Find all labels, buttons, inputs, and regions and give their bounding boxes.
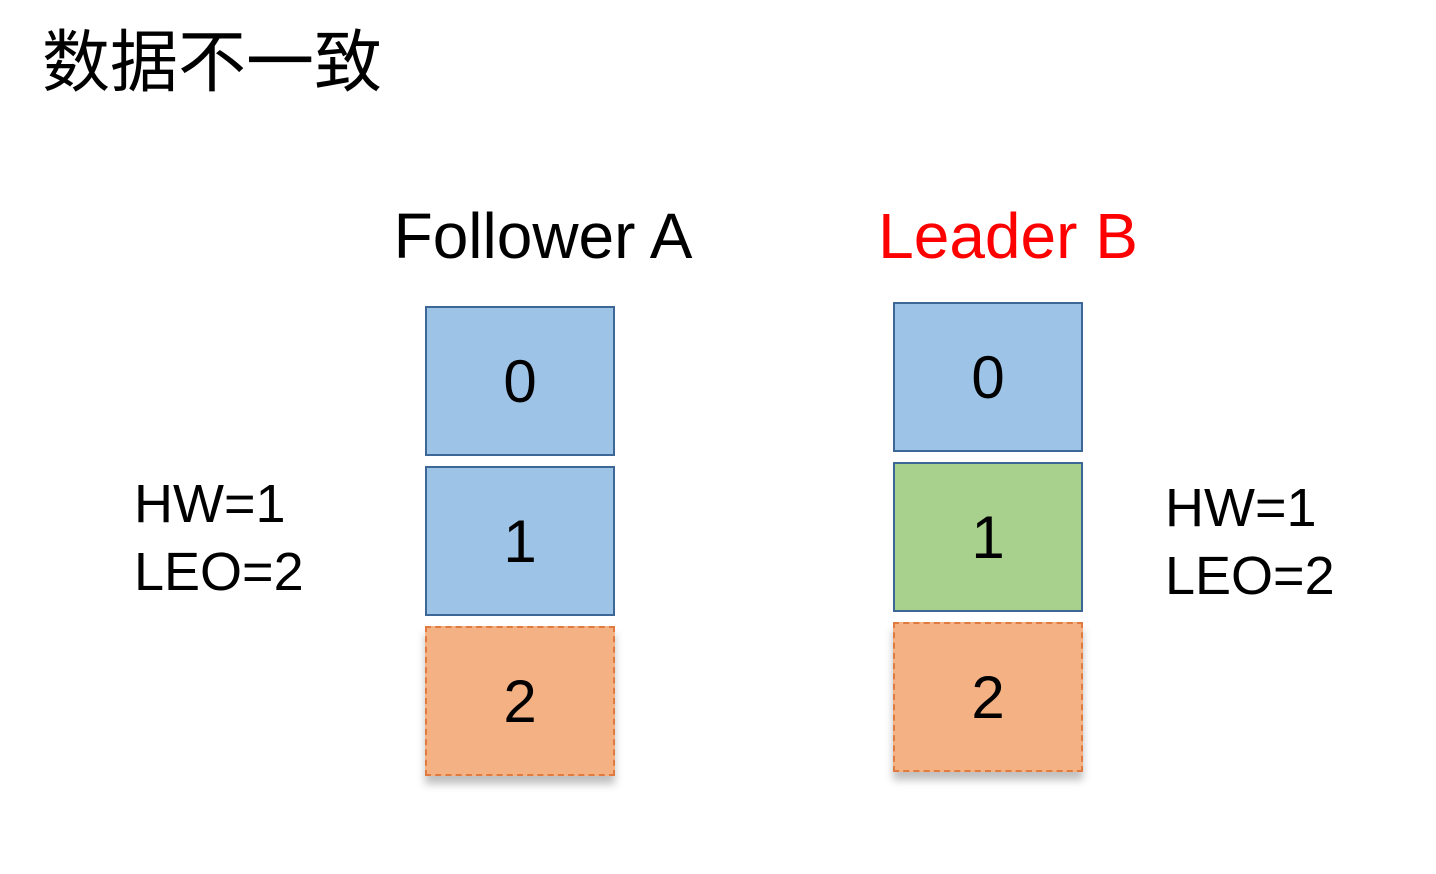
leader-leo: LEO=2 xyxy=(1165,546,1335,606)
follower-log: 0 1 2 xyxy=(425,306,615,786)
leader-stats: HW=1 LEO=2 xyxy=(1165,474,1335,610)
follower-log-entry-2: 2 xyxy=(425,626,615,776)
leader-hw: HW=1 xyxy=(1165,478,1317,538)
follower-heading: Follower A xyxy=(393,200,693,272)
leader-log-entry-2: 2 xyxy=(893,622,1083,772)
leader-log: 0 1 2 xyxy=(893,302,1083,782)
follower-leo: LEO=2 xyxy=(134,542,304,602)
leader-log-entry-0: 0 xyxy=(893,302,1083,452)
follower-log-entry-1: 1 xyxy=(425,466,615,616)
leader-log-entry-1: 1 xyxy=(893,462,1083,612)
leader-heading: Leader B xyxy=(878,200,1138,272)
follower-hw: HW=1 xyxy=(134,474,286,534)
follower-stats: HW=1 LEO=2 xyxy=(134,470,304,606)
page-title: 数据不一致 xyxy=(42,24,383,103)
follower-log-entry-0: 0 xyxy=(425,306,615,456)
